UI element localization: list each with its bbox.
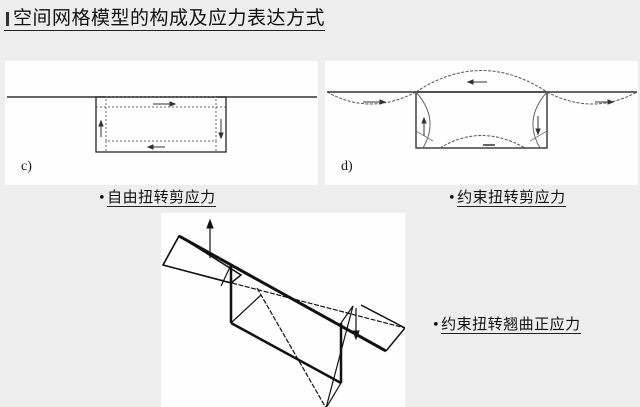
box-girder-section-diagram: [326, 70, 638, 149]
3d-box-girder-diagram: [161, 218, 405, 407]
bullet: •: [98, 191, 107, 206]
box-girder-section-diagram: [7, 96, 317, 153]
shear-flow-arrows: [98, 101, 224, 150]
diagram-warping-normal-stress: [161, 213, 405, 407]
caption-warping-normal-stress: •约束扭转翘曲正应力: [432, 313, 581, 334]
title-marker: [6, 12, 9, 26]
diagram-free-torsion-shear: c): [5, 61, 318, 185]
caption-text: 约束扭转翘曲正应力: [441, 315, 581, 334]
diagram-restrained-torsion-shear: d): [325, 61, 638, 185]
caption-text: 约束扭转剪应力: [457, 188, 566, 207]
slide-title: 空间网格模型的构成及应力表达方式: [4, 6, 326, 31]
panel-label-d: d): [341, 159, 353, 174]
caption-text: 自由扭转剪应力: [107, 188, 216, 207]
slide-title-text: 空间网格模型的构成及应力表达方式: [13, 7, 326, 29]
caption-restrained-torsion-shear: •约束扭转剪应力: [448, 186, 566, 207]
shear-flow-arrows: [363, 79, 615, 146]
bullet: •: [448, 191, 457, 206]
force-arrows: [206, 218, 360, 341]
bullet: •: [432, 318, 441, 333]
caption-free-torsion-shear: •自由扭转剪应力: [98, 186, 216, 207]
panel-label-c: c): [21, 159, 32, 174]
